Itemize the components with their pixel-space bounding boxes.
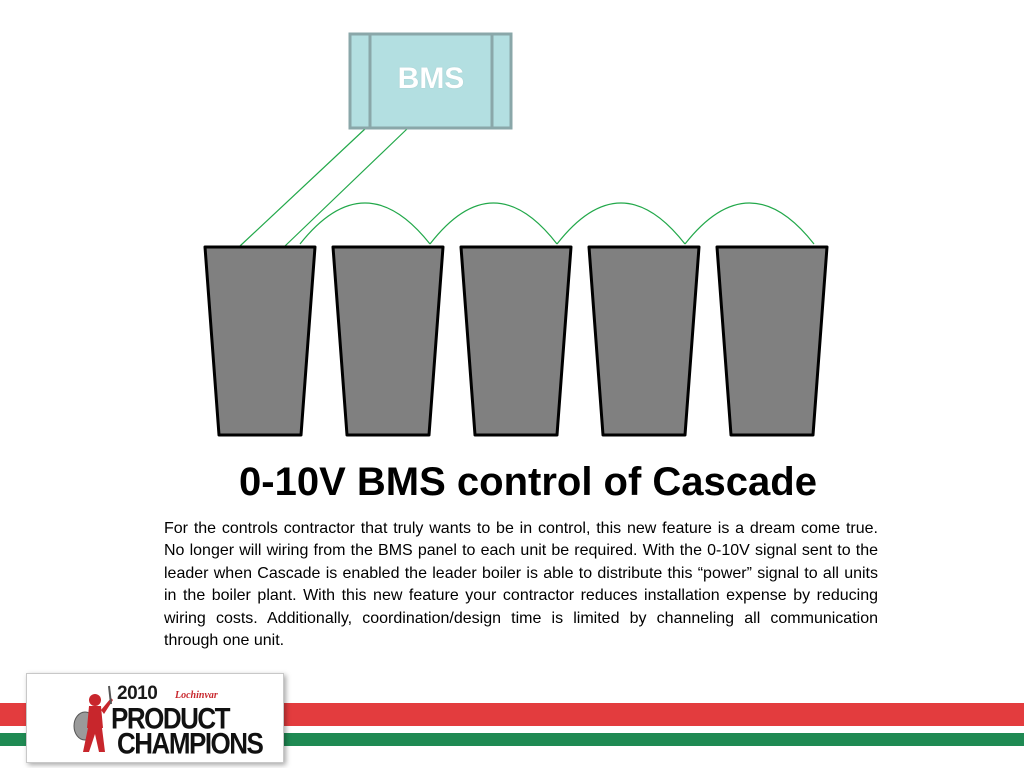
bms-wire xyxy=(239,127,367,247)
boiler-unit xyxy=(203,245,317,437)
logo-brand: Lochinvar xyxy=(175,690,218,701)
cascade-link-wire xyxy=(556,202,686,245)
knight-icon xyxy=(73,685,113,752)
logo-line-product: PRODUCT xyxy=(111,700,231,736)
boiler-units xyxy=(203,245,829,437)
boiler-unit xyxy=(715,245,829,437)
cascade-link-wire xyxy=(299,202,431,245)
product-champions-logo: 2010 Lochinvar PRODUCT CHAMPIONS xyxy=(26,673,284,763)
slide-title: 0-10V BMS control of Cascade xyxy=(239,460,817,504)
boiler-unit xyxy=(331,245,445,437)
cascade-link-wire xyxy=(429,202,558,245)
logo-line-champions: CHAMPIONS xyxy=(117,725,264,761)
bms-box xyxy=(348,32,513,130)
boiler-unit xyxy=(459,245,573,437)
footer-stripe-gap xyxy=(0,726,1024,733)
boiler-unit xyxy=(587,245,701,437)
logo-year: 2010 xyxy=(117,683,158,704)
bms-wire xyxy=(284,127,409,247)
cascade-link-wire xyxy=(684,202,815,245)
cascade-diagram xyxy=(203,32,829,437)
bms-label: BMS xyxy=(397,62,465,95)
bms-controller xyxy=(348,32,513,130)
slide-body: For the controls contractor that truly w… xyxy=(164,520,878,650)
signal-wires xyxy=(239,127,815,247)
